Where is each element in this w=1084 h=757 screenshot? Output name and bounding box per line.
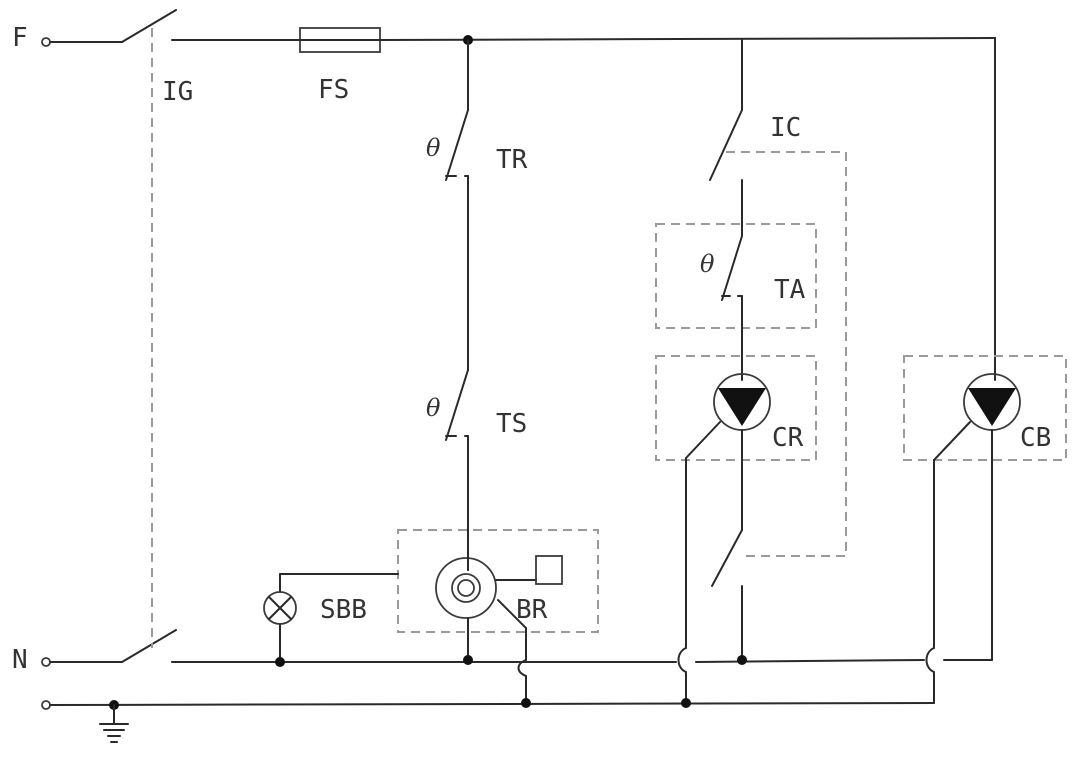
thermostat-tr: θ TR <box>426 39 528 371</box>
junction-dot <box>737 655 747 665</box>
label-burner: BR <box>516 595 548 625</box>
phase-line <box>171 37 996 381</box>
terminal-ground <box>41 700 51 710</box>
label-indicator-lamp: SBB <box>320 595 367 625</box>
label-thermostat-3: TA <box>774 275 806 305</box>
theta-symbol: θ <box>426 394 441 422</box>
terminal-n: N <box>12 645 51 675</box>
circulator-cb: CB <box>903 355 1067 704</box>
main-switch-ig: IG <box>49 9 193 663</box>
terminal-f: F <box>12 23 51 53</box>
label-circulator-2: CB <box>1020 423 1051 453</box>
label-thermostat-2: TS <box>496 409 527 439</box>
label-neutral: N <box>12 645 28 675</box>
thermostat-ta: θ TA <box>655 223 817 381</box>
ground-line <box>49 698 935 743</box>
label-circulator-1: CR <box>772 423 804 453</box>
burner-br: BR <box>397 529 599 704</box>
thermostat-ts: θ TS <box>426 369 527 571</box>
label-main-switch: IG <box>162 77 193 107</box>
contactor-ic: IC <box>709 39 847 557</box>
junction-dot <box>521 698 531 708</box>
label-contactor: IC <box>770 113 801 143</box>
theta-symbol: θ <box>700 250 715 278</box>
junction-dot <box>463 655 473 665</box>
theta-symbol: θ <box>426 134 441 162</box>
junction-dot <box>681 698 691 708</box>
circulator-cr: CR <box>655 355 817 704</box>
label-phase: F <box>12 23 28 53</box>
label-thermostat-1: TR <box>496 145 528 175</box>
ground-icon <box>99 704 129 743</box>
fuse-fs: FS <box>299 27 381 105</box>
neutral-line <box>171 655 993 667</box>
label-fuse: FS <box>318 75 349 105</box>
junction-dot <box>275 657 285 667</box>
indicator-lamp-sbb: SBB <box>263 573 399 663</box>
